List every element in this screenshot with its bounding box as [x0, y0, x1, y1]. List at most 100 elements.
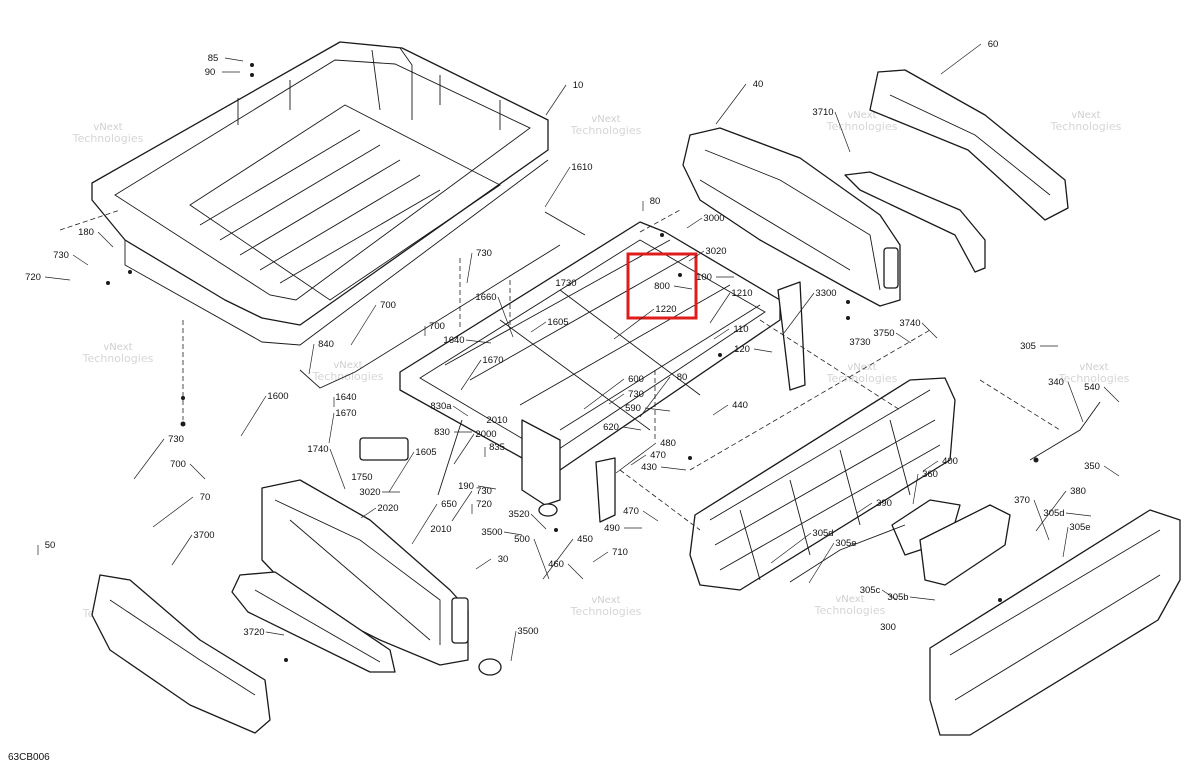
callout-360[interactable]: 360 — [922, 469, 938, 480]
callout-3750[interactable]: 3750 — [873, 328, 894, 339]
callout-3020[interactable]: 3020 — [359, 487, 380, 498]
tailgate-handle-part-390[interactable] — [891, 499, 1011, 586]
callout-700[interactable]: 700 — [429, 321, 445, 332]
callout-1750[interactable]: 1750 — [351, 472, 372, 483]
callout-400[interactable]: 400 — [942, 456, 958, 467]
callout-3520[interactable]: 3520 — [508, 509, 529, 520]
callout-390[interactable]: 390 — [876, 498, 892, 509]
callout-1220[interactable]: 1220 — [655, 304, 676, 315]
cargo-box-part-10[interactable] — [91, 41, 549, 346]
callout-830[interactable]: 830 — [434, 427, 450, 438]
callout-3740[interactable]: 3740 — [899, 318, 920, 329]
callout-10[interactable]: 10 — [573, 80, 584, 91]
callout-305d[interactable]: 305d — [1043, 508, 1064, 519]
callout-305b[interactable]: 305b — [887, 592, 908, 603]
callout-340[interactable]: 340 — [1048, 377, 1064, 388]
callout-600[interactable]: 600 — [628, 374, 644, 385]
callout-700[interactable]: 700 — [170, 459, 186, 470]
callout-1660[interactable]: 1660 — [475, 292, 496, 303]
callout-730[interactable]: 730 — [628, 389, 644, 400]
callout-830a[interactable]: 830a — [430, 401, 452, 412]
callout-3500[interactable]: 3500 — [517, 626, 538, 637]
callout-720[interactable]: 720 — [25, 272, 41, 283]
callout-1730[interactable]: 1730 — [555, 278, 576, 289]
callout-720[interactable]: 720 — [476, 499, 492, 510]
callout-60[interactable]: 60 — [988, 39, 999, 50]
callout-500[interactable]: 500 — [514, 534, 530, 545]
callout-190[interactable]: 190 — [458, 481, 474, 492]
callout-590[interactable]: 590 — [625, 403, 641, 414]
callout-1610[interactable]: 1610 — [571, 162, 592, 173]
callout-490[interactable]: 490 — [604, 523, 620, 534]
callout-1640[interactable]: 1640 — [335, 392, 356, 403]
callout-1640[interactable]: 1640 — [443, 335, 464, 346]
callout-85[interactable]: 85 — [208, 53, 219, 64]
callout-480[interactable]: 480 — [660, 438, 676, 449]
callout-3020[interactable]: 3020 — [705, 246, 726, 257]
callout-730[interactable]: 730 — [476, 248, 492, 259]
callout-300[interactable]: 300 — [880, 622, 896, 633]
callout-1605[interactable]: 1605 — [415, 447, 436, 458]
callout-2000[interactable]: 2000 — [475, 429, 496, 440]
callout-305d[interactable]: 305d — [812, 528, 833, 539]
callout-40[interactable]: 40 — [753, 79, 764, 90]
callout-460[interactable]: 460 — [548, 559, 564, 570]
fender-part-60[interactable] — [869, 69, 1069, 221]
callout-650[interactable]: 650 — [441, 499, 457, 510]
cap-part-3500[interactable] — [478, 503, 558, 676]
callout-440[interactable]: 440 — [732, 400, 748, 411]
callout-3000[interactable]: 3000 — [703, 213, 724, 224]
callout-2010[interactable]: 2010 — [430, 524, 451, 535]
callout-3300[interactable]: 3300 — [815, 288, 836, 299]
fender-part-50[interactable] — [91, 574, 271, 734]
callout-1740[interactable]: 1740 — [307, 444, 328, 455]
callout-370[interactable]: 370 — [1014, 495, 1030, 506]
callout-540[interactable]: 540 — [1084, 382, 1100, 393]
gas-strut-part-2000[interactable] — [359, 419, 463, 496]
callout-305[interactable]: 305 — [1020, 341, 1036, 352]
callout-50[interactable]: 50 — [45, 540, 56, 551]
tailgate-inner-part-305[interactable] — [689, 377, 956, 591]
tailgate-outer-part-300[interactable] — [929, 509, 1181, 736]
callout-1600[interactable]: 1600 — [267, 391, 288, 402]
callout-90[interactable]: 90 — [205, 67, 216, 78]
callout-2020[interactable]: 2020 — [377, 503, 398, 514]
callout-730[interactable]: 730 — [168, 434, 184, 445]
callout-1605[interactable]: 1605 — [547, 317, 568, 328]
latch-rod-part-1600[interactable] — [299, 211, 586, 389]
callout-730[interactable]: 730 — [53, 250, 69, 261]
frame-assembly[interactable] — [399, 221, 781, 506]
callout-120[interactable]: 120 — [734, 344, 750, 355]
callout-835[interactable]: 835 — [489, 442, 505, 453]
latch-bracket-part-430[interactable] — [595, 457, 616, 523]
callout-3710[interactable]: 3710 — [812, 107, 833, 118]
callout-470[interactable]: 470 — [623, 506, 639, 517]
callout-2010[interactable]: 2010 — [486, 415, 507, 426]
callout-710[interactable]: 710 — [612, 547, 628, 558]
callout-80[interactable]: 80 — [650, 196, 661, 207]
callout-3700[interactable]: 3700 — [193, 530, 214, 541]
callout-1670[interactable]: 1670 — [482, 355, 503, 366]
callout-840[interactable]: 840 — [318, 339, 334, 350]
callout-380[interactable]: 380 — [1070, 486, 1086, 497]
callout-305e[interactable]: 305e — [1069, 522, 1090, 533]
callout-100[interactable]: 100 — [696, 272, 712, 283]
callout-450[interactable]: 450 — [577, 534, 593, 545]
callout-470[interactable]: 470 — [650, 450, 666, 461]
callout-180[interactable]: 180 — [78, 227, 94, 238]
callout-80[interactable]: 80 — [677, 372, 688, 383]
side-panel-part-40[interactable] — [682, 127, 901, 307]
callout-620[interactable]: 620 — [603, 422, 619, 433]
side-trim-part-3700[interactable] — [231, 571, 396, 673]
tailgate-cable-part-340[interactable] — [789, 401, 1101, 583]
callout-800[interactable]: 800 — [654, 281, 670, 292]
callout-700[interactable]: 700 — [380, 300, 396, 311]
callout-350[interactable]: 350 — [1084, 461, 1100, 472]
hinge-bracket-part-3300[interactable] — [777, 281, 806, 391]
callout-3730[interactable]: 3730 — [849, 337, 870, 348]
callout-70[interactable]: 70 — [200, 492, 211, 503]
callout-730[interactable]: 730 — [476, 486, 492, 497]
callout-305e[interactable]: 305e — [835, 538, 856, 549]
callout-305c[interactable]: 305c — [860, 585, 881, 596]
side-panel-part-30[interactable] — [261, 479, 469, 666]
